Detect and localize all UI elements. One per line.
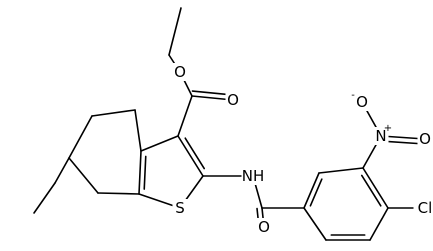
atom-bg-chlorine [413,199,433,217]
bond-thio-c3a-c7a [138,150,142,195]
bond-ring-c4-c5 [91,109,136,117]
atom-bg-nitro-n [373,127,389,145]
charge-nitro-n: + [384,123,392,134]
bond-ethyl-ch2-ch3 [33,182,56,214]
bond-benz-3-4 [362,167,389,209]
atom-label-chlorine: Cl [418,199,433,217]
bond-thio-c3-c3a [140,135,179,152]
atom-bg-amide-nh [241,167,265,185]
atom-label-nitro-n: N [375,127,386,145]
bond-thio-c3a-c7a-inner [143,155,147,190]
atom-label-amide-o: O [258,218,270,236]
bond-ethyl-ester-ch3 [168,7,182,56]
charge-nitro-o1: - [351,90,355,101]
bond-ring-c5-c6 [68,115,93,159]
atom-bg-ester-o1 [172,63,188,81]
bond-ethyl-c6-ch2 [54,157,70,184]
atom-label-nitro-o2: O [419,130,431,148]
bond-benz-3-4-inner [360,174,382,207]
atom-label-amide-nh: NH [242,167,265,185]
bond-ring-c6-c7 [68,157,99,194]
atom-label-nitro-o1: O [356,93,368,111]
bond-ring-c7-c7a [97,192,140,195]
atom-bg-ester-o2 [225,91,241,109]
bond-ring-c3a-c4 [134,109,142,152]
bond-benz-1-2 [303,172,320,209]
atom-bg-nitro-o2 [417,130,433,148]
bond-ester-c3 [177,95,193,137]
bond-thio-c2-c3 [177,135,204,177]
bond-benz-6-1 [303,207,327,241]
bond-thio-c2-c3-inner [184,137,206,170]
bond-benz-1-2-inner [309,178,323,207]
bond-benz-2-3 [318,167,364,174]
bond-benz-4-5 [369,207,389,241]
atom-label-sulfur: S [175,199,185,217]
atom-bg-sulfur [172,199,188,217]
bonds-layer [33,7,426,241]
atom-bg-amide-o [256,218,272,236]
atom-label-ester-o1: O [174,63,186,81]
atom-bg-nitro-o1 [354,93,370,111]
atom-label-ester-o2: O [227,91,239,109]
